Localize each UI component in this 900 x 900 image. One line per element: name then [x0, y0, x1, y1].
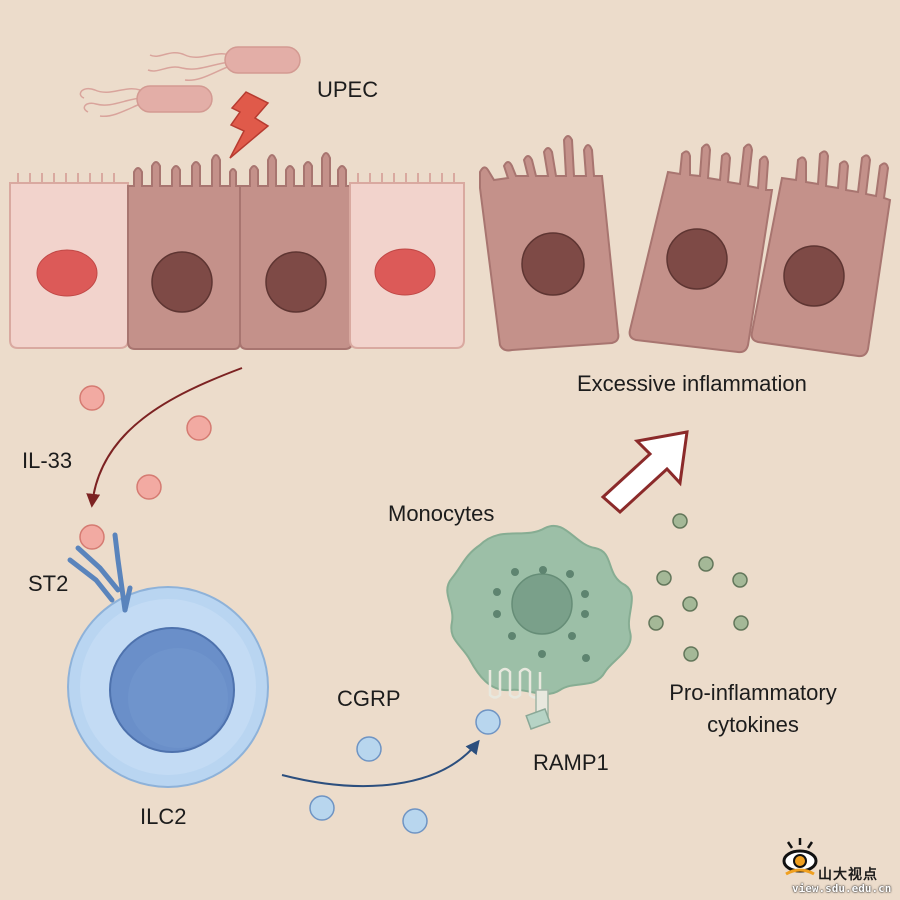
st2-label: ST2 [28, 571, 69, 596]
ramp1-receptor-icon [488, 667, 551, 730]
cytokine-dot [648, 615, 664, 631]
monocyte-cell [446, 524, 633, 695]
lightning-icon [229, 91, 270, 159]
eye-logo-icon [782, 838, 818, 876]
epithelial-cell-detached-1 [479, 135, 620, 352]
epithelial-cell-healthy-1 [9, 173, 129, 349]
epithelial-cell-detached-2 [628, 143, 774, 354]
cytokine-molecules [648, 513, 749, 662]
cytokine-dot [733, 615, 749, 631]
ilc2-label: ILC2 [140, 804, 187, 829]
st2-receptor-icon [67, 532, 133, 613]
excessive-inflammation-arrow [600, 430, 689, 515]
il33-label: IL-33 [22, 448, 73, 473]
il33-dot [186, 415, 212, 441]
cgrp-arrow [281, 739, 480, 787]
il33-molecules [79, 385, 212, 550]
bacterium-2 [79, 85, 213, 118]
cytokines-label-line1: Pro-inflammatory [669, 680, 837, 705]
cytokine-dot [656, 570, 672, 586]
upec-label: UPEC [317, 77, 379, 102]
il33-release-arrow [86, 367, 243, 508]
ramp1-label: RAMP1 [533, 750, 609, 775]
epithelial-cell-infected-2 [239, 152, 353, 350]
il33-dot-bound [79, 524, 105, 550]
bacterium-1 [147, 46, 301, 81]
cytokine-dot [682, 596, 698, 612]
cytokine-dot [683, 646, 699, 662]
cytokine-dot [672, 513, 688, 529]
watermark-name: 山大视点 [818, 867, 878, 883]
epithelial-cell-healthy-2 [349, 173, 465, 349]
cgrp-dot [402, 808, 428, 834]
monocytes-label: Monocytes [388, 501, 495, 526]
il33-dot [136, 474, 162, 500]
cytokine-dot [698, 556, 714, 572]
cgrp-molecules [309, 709, 501, 834]
ilc2-cell [67, 586, 269, 788]
cgrp-dot [356, 736, 382, 762]
epithelial-cell-infected-1 [127, 154, 241, 350]
cytokine-dot [732, 572, 748, 588]
watermark-url: view.sdu.edu.cn [792, 882, 892, 895]
cgrp-dot [309, 795, 335, 821]
il33-dot [79, 385, 105, 411]
excessive-inflammation-label: Excessive inflammation [577, 371, 807, 396]
watermark: 山大视点 view.sdu.edu.cn [778, 830, 900, 900]
epithelial-cell-detached-3 [750, 150, 892, 358]
cgrp-label: CGRP [337, 686, 401, 711]
cytokines-label-line2: cytokines [707, 712, 799, 737]
bacteria-group [79, 46, 301, 118]
cgrp-dot [475, 709, 501, 735]
